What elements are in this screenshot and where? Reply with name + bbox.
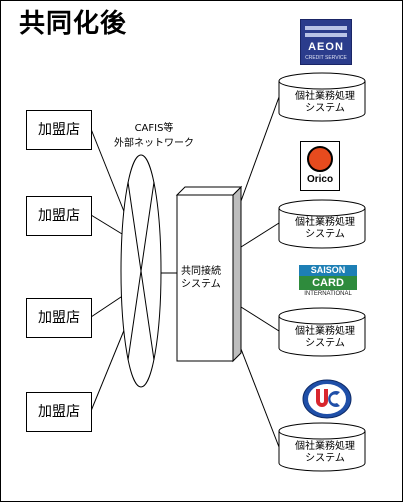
center-box-top (175, 186, 243, 196)
database-label-1-line2: システム (305, 103, 345, 114)
database-label-4-line1: 個社業務処理 (295, 441, 355, 452)
aeon-logo-subtext: CREDIT SERVICE (305, 55, 347, 61)
database-label-2-line1: 個社業務処理 (295, 217, 355, 228)
database-label-4-line2: システム (305, 453, 345, 464)
aeon-logo-icon: AEON CREDIT SERVICE (300, 19, 352, 65)
link-store-2 (90, 214, 128, 238)
saison-logo-text-2: CARD (299, 276, 357, 290)
store-box-2: 加盟店 (26, 196, 92, 236)
aeon-logo-text: AEON (308, 41, 344, 53)
link-center-db-2 (240, 222, 280, 248)
store-box-1: 加盟店 (26, 110, 92, 150)
page-title: 共同化後 (19, 9, 128, 39)
database-cylinder-1 (278, 72, 366, 122)
saison-card-logo-icon: SAISON CARD INTERNATIONAL (299, 265, 357, 299)
database-label-3-line1: 個社業務処理 (295, 326, 355, 337)
center-label-line1: 共同接続 (181, 266, 221, 277)
center-system-label: 共同接続 システム (181, 265, 241, 291)
database-label-4: 個社業務処理 システム (283, 441, 367, 465)
database-label-1-line1: 個社業務処理 (295, 91, 355, 102)
store-box-4: 加盟店 (26, 392, 92, 432)
aeon-stripe-2 (305, 33, 347, 37)
uc-logo-graphic (302, 379, 352, 419)
saison-logo-text-3: INTERNATIONAL (304, 291, 352, 297)
database-cylinder-4 (278, 422, 366, 472)
database-label-3-line2: システム (305, 338, 345, 349)
database-label-2: 個社業務処理 システム (283, 217, 367, 241)
aeon-stripe-1 (305, 26, 347, 30)
saison-logo-text-1: SAISON (299, 265, 357, 276)
network-label-line1: CAFIS等 (134, 123, 174, 134)
network-label: CAFIS等 外部ネットワーク (109, 121, 199, 151)
orico-logo-icon: Orico (300, 141, 340, 191)
link-center-db-1 (240, 96, 280, 202)
store-box-3: 加盟店 (26, 298, 92, 338)
link-store-1 (90, 128, 128, 220)
orico-circle-icon (307, 146, 333, 172)
network-cross-b (127, 181, 155, 361)
center-box (176, 194, 234, 362)
database-cylinder-2 (278, 199, 366, 249)
link-center-db-3 (240, 306, 280, 332)
center-label-line2: システム (181, 279, 221, 290)
database-label-1: 個社業務処理 システム (283, 91, 367, 115)
database-label-2-line2: システム (305, 229, 345, 240)
database-label-3: 個社業務処理 システム (283, 326, 367, 350)
database-cylinder-3 (278, 307, 366, 357)
uc-logo-icon (302, 379, 352, 419)
orico-logo-text: Orico (306, 174, 334, 185)
link-store-4 (90, 322, 128, 412)
link-center-db-4 (240, 348, 280, 448)
network-label-line2: 外部ネットワーク (114, 138, 194, 149)
